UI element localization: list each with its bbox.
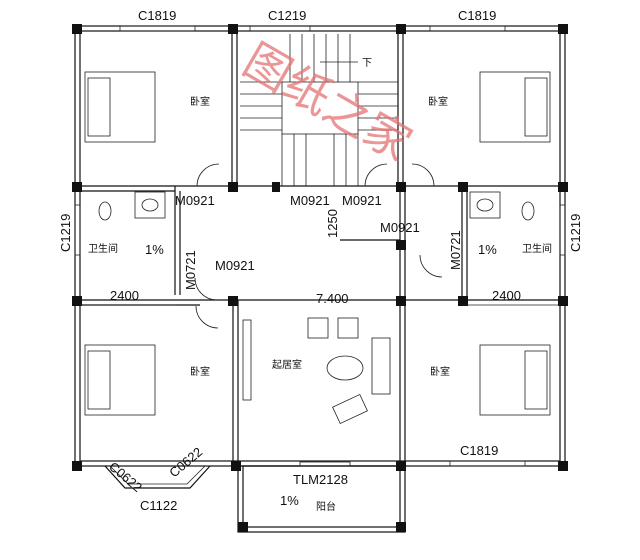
room-label-balcony: 阳台 [316,500,336,513]
door-swings [194,163,443,329]
dim-right-width: 2400 [492,288,521,303]
window-label-bottom-right: C1819 [460,443,498,458]
door-label-center-right: M0921 [342,193,382,208]
window-label-right: C1219 [568,214,583,252]
room-label-bath-left: 卫生间 [88,242,118,255]
bed-top-left [84,71,156,143]
room-label-bedroom-bl: 卧室 [190,365,210,378]
dim-corridor: 1250 [325,209,340,238]
window-label-bay-center: C1122 [140,498,177,513]
door-label-left-top: M0921 [175,193,215,208]
stair-down-label: 下 [362,58,372,69]
columns [72,24,568,532]
door-label-center-mid: M0921 [380,220,420,235]
window-label-top-left: C1819 [138,8,176,23]
door-label-living: M0921 [215,258,255,273]
door-label-center-left: M0921 [290,193,330,208]
room-label-bath-right: 卫生间 [522,242,552,255]
window-label-top-right: C1819 [458,8,496,23]
slope-balcony: 1% [280,493,299,508]
window-marks [74,25,566,467]
room-label-living: 起居室 [272,358,302,371]
level-mark: 7.400 [316,291,349,306]
door-label-bath-right: M0721 [448,230,463,270]
window-label-bay-left: C0622 [106,459,145,495]
window-label-left: C1219 [58,214,73,252]
staircase[interactable] [240,34,398,186]
bed-top-right [479,71,551,143]
watermark: 图纸之家 [235,33,421,172]
window-label-bay-right: C0622 [166,444,205,480]
window-label-top-center: C1219 [268,8,306,23]
door-label-sliding: TLM2128 [293,472,348,487]
slope-bath-right: 1% [478,242,497,257]
room-label-bedroom-tr: 卧室 [428,95,448,108]
bath-fixtures [98,191,535,221]
bed-bottom-left [84,344,156,416]
door-label-bath-left: M0721 [183,250,198,290]
slope-bath-left: 1% [145,242,164,257]
dim-left-width: 2400 [110,288,139,303]
room-label-bedroom-tl: 卧室 [190,95,210,108]
room-label-bedroom-br: 卧室 [430,365,450,378]
sofa-set [242,317,391,425]
bed-bottom-right [479,344,551,416]
